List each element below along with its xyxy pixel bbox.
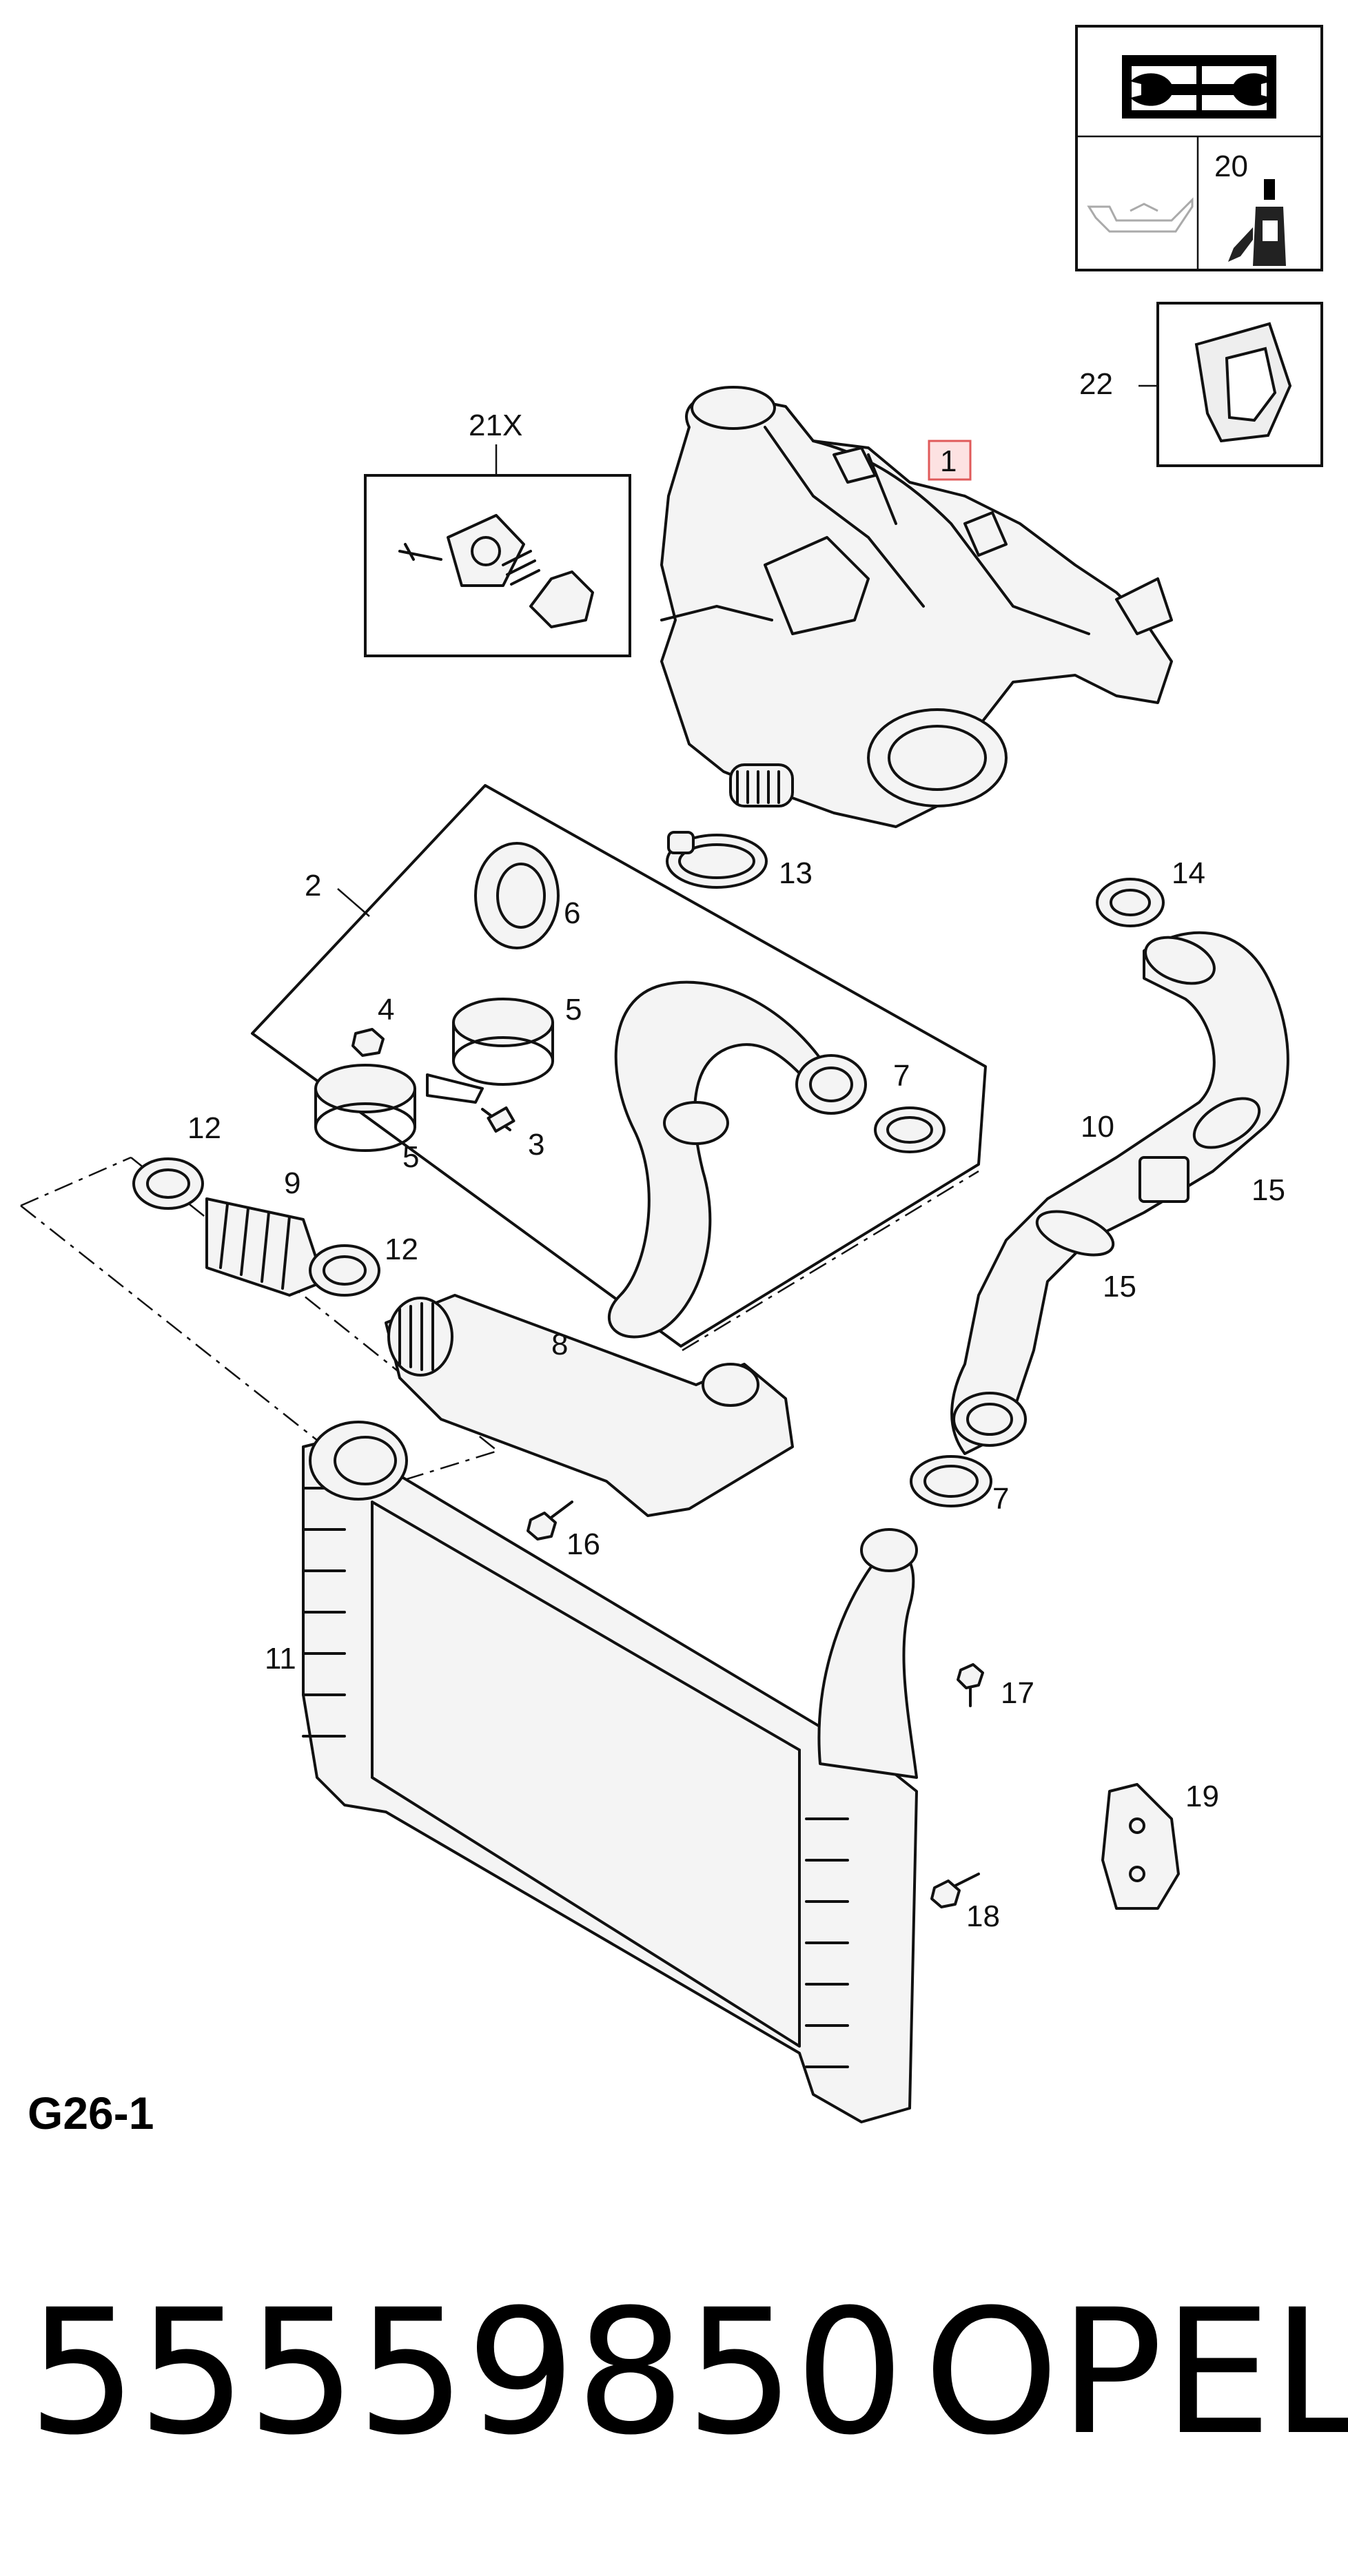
diagram-reference: G26-1 <box>28 2088 154 2139</box>
callout-3: 3 <box>528 1128 544 1162</box>
intercooler-11: 11 <box>265 1421 918 2123</box>
part-1-highlight: 1 <box>928 440 972 481</box>
bolt-16: 16 <box>527 1501 600 1561</box>
turbocharger-assembly <box>660 386 1173 828</box>
clamp-15-upper: 15 <box>1192 1097 1285 1207</box>
hose-9: 9 <box>205 1166 325 1297</box>
callout-5-upper: 5 <box>565 993 582 1027</box>
callout-15-upper: 15 <box>1252 1173 1285 1207</box>
hose-kit-box: 2 6 4 5 5 3 <box>251 784 987 1348</box>
callout-7-lower: 7 <box>992 1482 1009 1516</box>
callout-12-left: 12 <box>187 1111 221 1145</box>
callout-12-right: 12 <box>385 1233 418 1266</box>
callout-10: 10 <box>1081 1110 1114 1144</box>
callout-14: 14 <box>1172 856 1205 890</box>
callout-9: 9 <box>284 1166 300 1200</box>
bolt-18: 18 <box>930 1873 1000 1933</box>
callout-6: 6 <box>564 896 580 930</box>
bracket-19: 19 <box>1101 1780 1219 1910</box>
hose-clamp-5-upper: 5 <box>426 993 582 1104</box>
nut-4: 4 <box>351 993 394 1057</box>
callout-5-lower: 5 <box>402 1140 419 1174</box>
part-number: 55559850 <box>28 2272 904 2473</box>
callout-8: 8 <box>551 1328 568 1361</box>
callout-4: 4 <box>378 993 394 1027</box>
clamp-7-upper: 7 <box>874 1059 946 1153</box>
brand-label: OPEL <box>923 2272 1348 2473</box>
callout-17: 17 <box>1001 1676 1034 1710</box>
callout-1: 1 <box>940 444 957 478</box>
gasket-box: 22 <box>1079 302 1323 467</box>
wastegate-kit-box: 21X <box>364 409 631 657</box>
clamp-15-lower: 15 <box>1035 1210 1136 1304</box>
callout-16: 16 <box>566 1527 600 1561</box>
charge-pipe-8: 8 <box>385 1294 794 1517</box>
manual-book-wrench-icon <box>1122 55 1276 119</box>
callout-13: 13 <box>779 856 813 890</box>
intercooler-hose-10: 10 <box>950 931 1289 1455</box>
callout-7-upper: 7 <box>893 1059 910 1093</box>
sealant-bottle-icon <box>1228 179 1286 266</box>
service-icon-panel: 20 <box>1075 25 1323 271</box>
clamp-14: 14 <box>1096 856 1205 927</box>
gasket-icon <box>1194 322 1292 443</box>
seal-ring-6: 6 <box>474 842 580 949</box>
clamp-12-left: 12 <box>132 1111 221 1210</box>
wastegate-actuator-parts <box>398 514 594 628</box>
clamp-13: 13 <box>666 831 813 890</box>
hose-clamp-5-lower: 5 <box>314 1064 419 1174</box>
oil-can-icon <box>1087 197 1194 233</box>
intake-hose <box>607 980 867 1339</box>
callout-2: 2 <box>305 869 321 903</box>
callout-21x: 21X <box>469 409 522 442</box>
callout-20: 20 <box>1214 150 1248 183</box>
callout-18: 18 <box>966 1899 1000 1933</box>
bolt-17: 17 <box>957 1663 1034 1710</box>
clamp-12-right: 12 <box>309 1233 418 1297</box>
clamp-7-lower: 7 <box>910 1455 1009 1516</box>
callout-15-lower: 15 <box>1103 1270 1136 1304</box>
callout-19: 19 <box>1185 1780 1219 1813</box>
callout-22: 22 <box>1079 367 1113 401</box>
bolt-3: 3 <box>481 1106 544 1162</box>
callout-11: 11 <box>265 1642 296 1676</box>
